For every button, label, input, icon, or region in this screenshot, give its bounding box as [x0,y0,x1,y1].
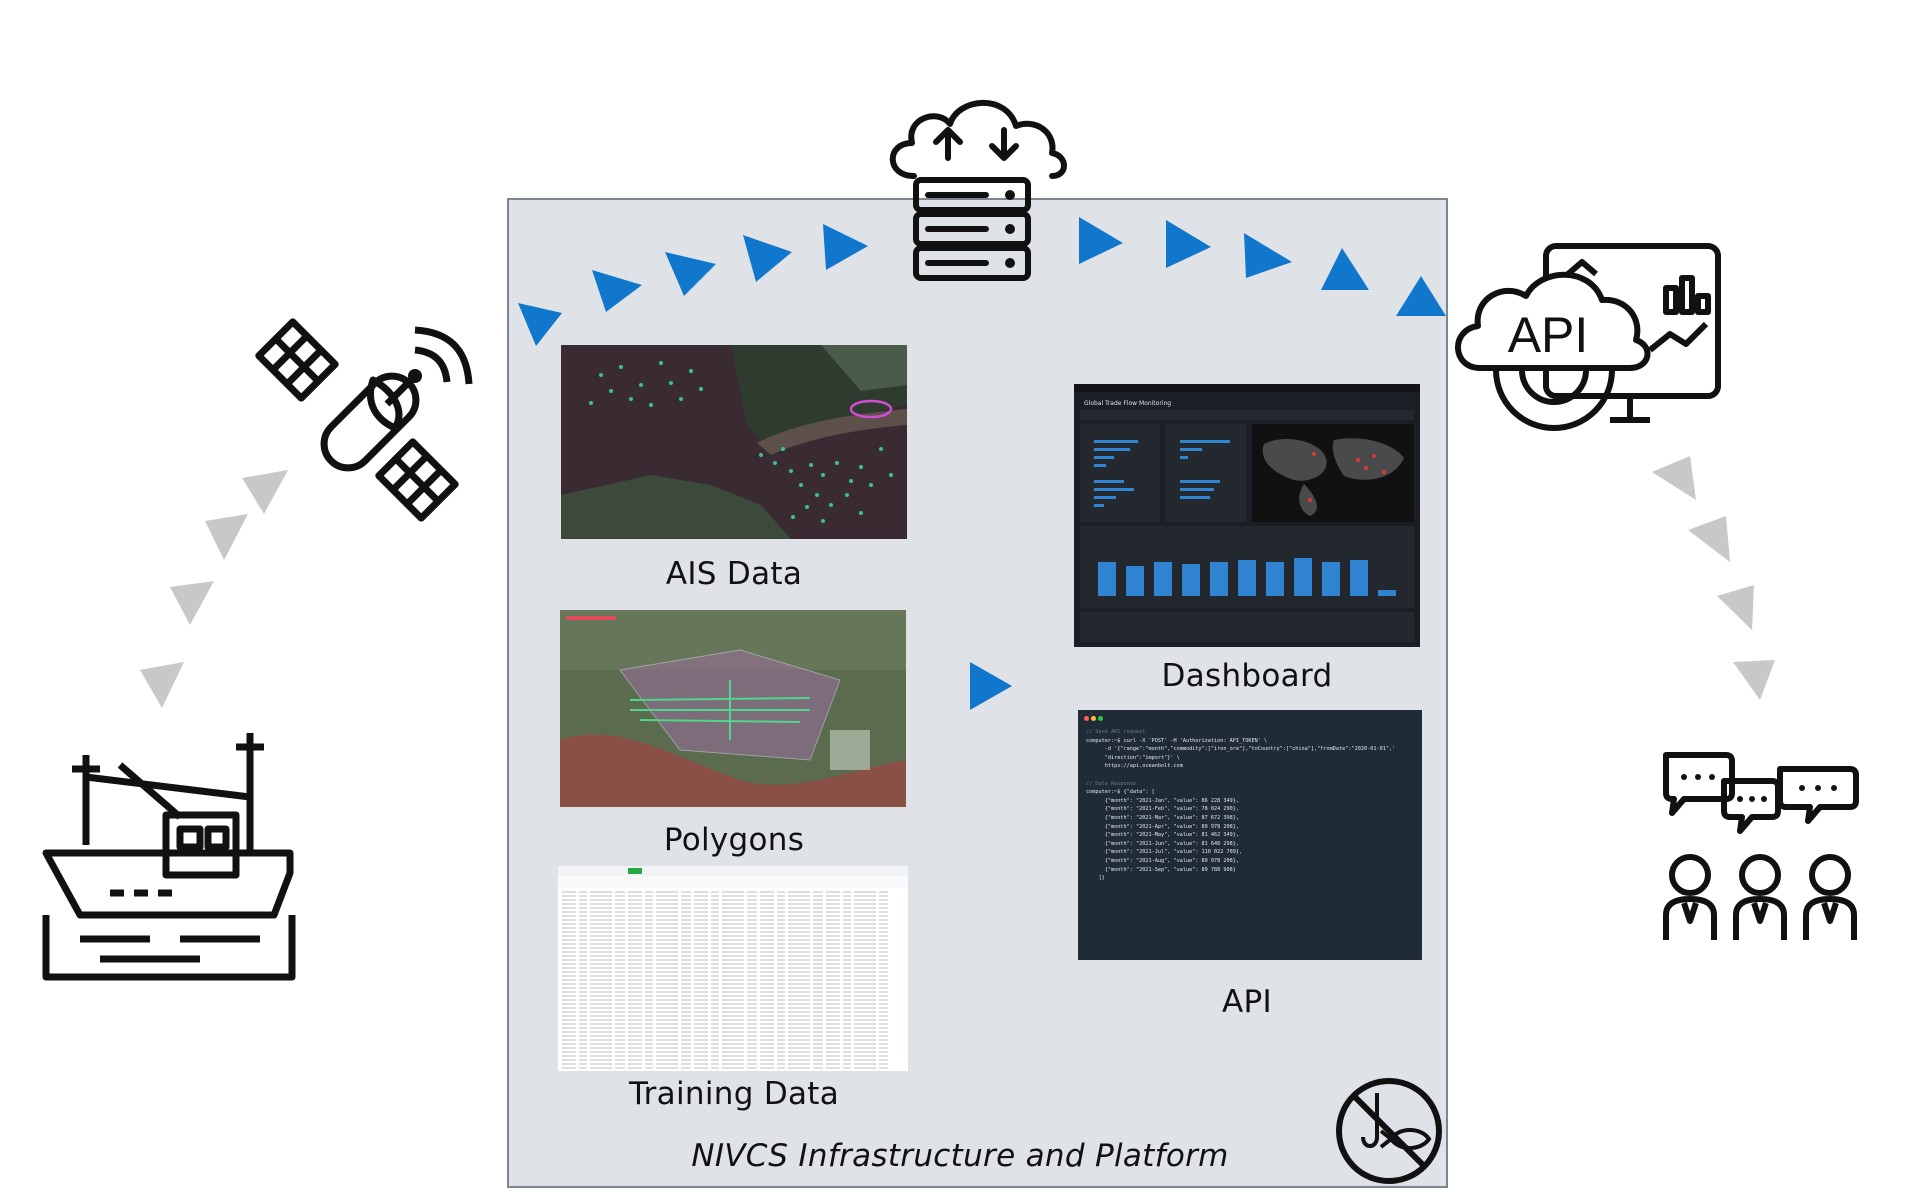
terminal-line: computer:~$ {"data": [ [1086,789,1155,796]
dashboard-bar [1266,562,1284,596]
flow-arrow [1166,220,1211,268]
grey-arrow [1733,660,1775,700]
flow-arrow [970,662,1012,710]
flow-arrow [1396,276,1446,316]
terminal-line: {"month": "2021-Mar", "value": 87 672 39… [1086,814,1240,821]
dashboard-bar [1210,562,1228,596]
no-fishing-icon [1336,1078,1442,1184]
terminal-line [1086,771,1414,780]
terminal-line: {"month": "2021-Jul", "value": 110 022 7… [1086,849,1243,856]
terminal-line: {"month": "2021-Jan", "value": 86 228 34… [1086,797,1240,804]
flow-arrow [823,224,868,270]
flow-arrow [665,252,716,296]
dashboard-bar [1350,560,1368,596]
training-data-image [558,866,908,1071]
api-terminal-image: // Send API request computer:~$ curl -X '… [1078,710,1422,960]
platform-label: NIVCS Infrastructure and Platform [691,1138,1229,1174]
polygons-caption: Polygons [663,822,805,858]
api-logo-text: API [1508,307,1589,363]
terminal-line: {"month": "2021-Feb", "value": 78 024 29… [1086,806,1240,813]
fishing-boat-icon [42,733,296,981]
api-caption: API [1222,984,1272,1020]
dashboard-caption: Dashboard [1161,658,1333,694]
terminal-line: {"month": "2021-Apr", "value": 89 978 20… [1086,823,1240,830]
dashboard-bar [1098,562,1116,596]
ais-data-image [561,345,907,539]
dashboard-title: Global Trade Flow Monitoring [1084,400,1171,407]
terminal-line: ]} [1086,875,1105,882]
dashboard-bar [1378,590,1396,596]
terminal-line: https://api.oceanbolt.com [1086,763,1183,770]
terminal-line: computer:~$ curl -X 'POST' -H 'Authoriza… [1086,737,1268,744]
flow-arrow [592,270,642,312]
grey-arrow [1652,456,1696,500]
flow-arrow [1079,217,1123,264]
training-data-caption: Training Data [628,1076,840,1112]
terminal-line: // Data Response [1086,780,1136,787]
terminal-line: "direction":"import"}' \ [1086,754,1180,761]
grey-arrow [170,581,214,625]
flow-arrow [518,303,562,346]
terminal-line: {"month": "2021-Sep", "value": 89 788 90… [1086,866,1236,873]
terminal-line: // Send API request [1086,729,1146,735]
polygons-image [560,610,906,807]
grey-arrow [205,514,248,560]
api-cloud-icon: API [1455,243,1721,431]
terminal-line: {"month": "2021-Aug", "value": 89 978 20… [1086,857,1240,864]
satellite-icon [255,318,473,522]
grey-arrow [1717,585,1754,630]
flow-arrow [1321,248,1369,290]
flow-arrow [1244,233,1292,278]
dashboard-bar [1322,562,1340,596]
ais-data-caption: AIS Data [665,556,803,592]
grey-arrow [1688,516,1730,562]
dashboard-bar [1294,558,1312,596]
terminal-line: -d '{"range":"month","commodity":["iron_… [1086,746,1396,753]
grey-arrow [242,470,288,514]
cloud-server-icon [889,99,1067,281]
dashboard-image: Global Trade Flow Monitoring [1074,384,1420,647]
dashboard-bar [1182,564,1200,596]
terminal-line: {"month": "2021-Jun", "value": 81 648 29… [1086,840,1240,847]
dashboard-bar [1126,566,1144,596]
terminal-line: {"month": "2021-May", "value": 81 462 34… [1086,832,1240,839]
users-discussion-icon [1663,752,1859,940]
dashboard-bar [1238,560,1256,596]
dashboard-bar [1154,562,1172,596]
flow-arrow [743,235,792,282]
grey-arrow [140,662,184,708]
